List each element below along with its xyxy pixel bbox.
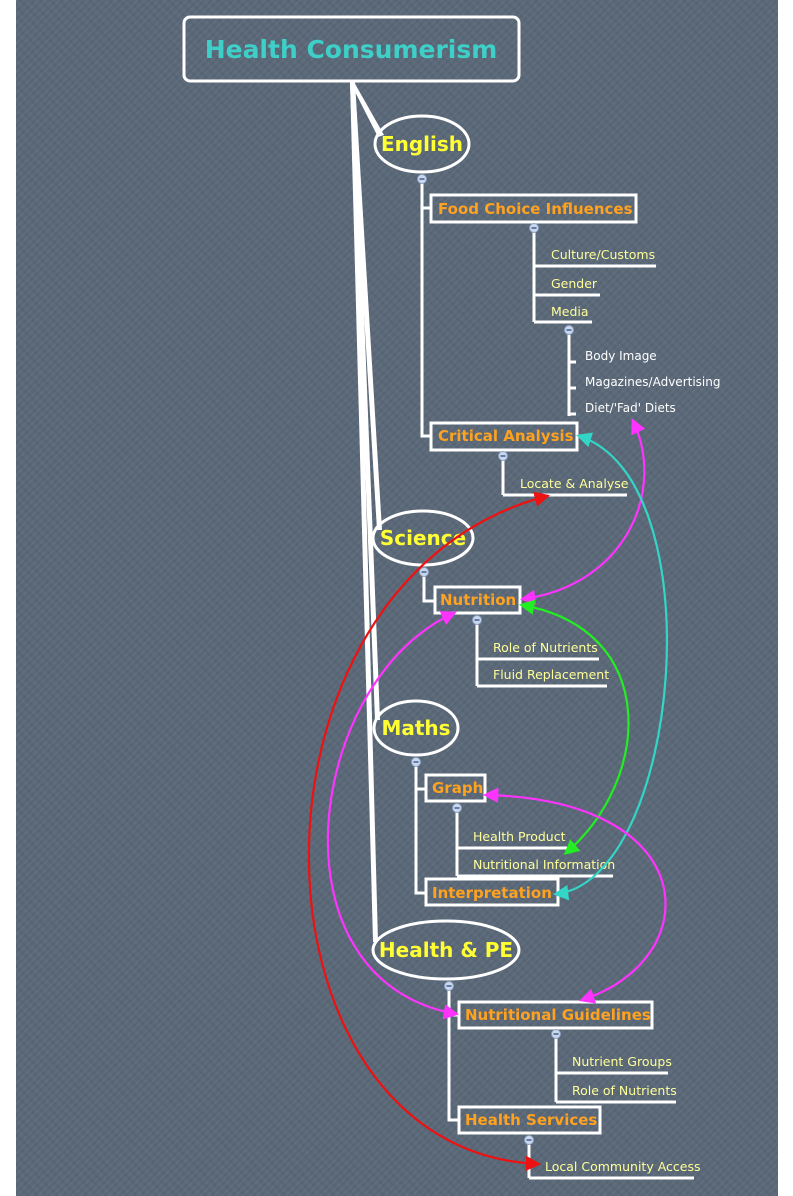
- topic-label-critical-analysis: Critical Analysis: [438, 427, 574, 445]
- topic-label-nutritional-guidelines: Nutritional Guidelines: [465, 1006, 651, 1024]
- minus-circle-icon: [444, 981, 454, 991]
- link-locate-analyse-to-local-community-access: [307, 491, 550, 1172]
- title-text: Health Consumerism: [205, 35, 498, 64]
- minus-circle-icon: [564, 325, 574, 335]
- minus-circle-icon: [417, 174, 427, 184]
- topic-label-health-services: Health Services: [465, 1111, 597, 1129]
- link-critical-analysis-to-interpretation: [552, 432, 668, 901]
- topic-node-food-choice[interactable]: Food Choice Influences: [429, 193, 638, 224]
- collapse-toggle-health-pe[interactable]: [444, 981, 454, 991]
- title-node[interactable]: Health Consumerism: [182, 15, 521, 83]
- link-nutrition-to-nutritional-guidelines: [326, 611, 460, 1020]
- collapse-toggle-media[interactable]: [564, 325, 574, 335]
- minus-circle-icon: [452, 803, 462, 813]
- leaf-gender: Gender: [551, 276, 598, 291]
- topic-label-graph: Graph: [432, 779, 483, 797]
- mind-map-canvas: Health Consumerism English Food Choice I…: [16, 0, 778, 1196]
- topic-label-interpretation: Interpretation: [432, 884, 552, 902]
- leaf-nutrient-groups: Nutrient Groups: [572, 1054, 672, 1069]
- minus-circle-icon: [529, 223, 539, 233]
- subject-label-maths: Maths: [381, 716, 450, 740]
- minus-circle-icon: [419, 567, 429, 577]
- topic-node-interpretation[interactable]: Interpretation: [424, 877, 560, 907]
- leaf-body-image: Body Image: [585, 349, 657, 363]
- leaf-role-of-nutrients-hpe: Role of Nutrients: [572, 1083, 677, 1098]
- minus-circle-icon: [498, 451, 508, 461]
- mind-map: Health Consumerism English Food Choice I…: [182, 15, 720, 1180]
- collapse-toggle-critical-analysis[interactable]: [498, 451, 508, 461]
- leaf-culture-customs: Culture/Customs: [551, 247, 655, 262]
- collapse-toggle-graph[interactable]: [452, 803, 462, 813]
- topic-node-health-services[interactable]: Health Services: [457, 1105, 602, 1135]
- subject-node-science[interactable]: Science: [371, 509, 475, 567]
- subject-label-english: English: [381, 132, 463, 156]
- collapse-toggle-english[interactable]: [417, 174, 427, 184]
- leaf-diet-fad-diets: Diet/'Fad' Diets: [585, 401, 676, 415]
- minus-circle-icon: [411, 757, 421, 767]
- collapse-toggle-maths[interactable]: [411, 757, 421, 767]
- leaf-nutritional-information: Nutritional Information: [473, 857, 615, 872]
- leaf-magazines-advertising: Magazines/Advertising: [585, 375, 720, 389]
- subject-label-science: Science: [380, 526, 466, 550]
- leaf-health-product: Health Product: [473, 829, 566, 844]
- topic-node-critical-analysis[interactable]: Critical Analysis: [429, 421, 579, 452]
- trunk-connectors: [350, 82, 384, 942]
- minus-circle-icon: [472, 615, 482, 625]
- minus-circle-icon: [524, 1135, 534, 1145]
- subject-node-maths[interactable]: Maths: [372, 699, 460, 757]
- topic-node-nutrition[interactable]: Nutrition: [433, 585, 522, 615]
- collapse-toggle-science[interactable]: [419, 567, 429, 577]
- leaf-locate-analyse: Locate & Analyse: [520, 476, 629, 491]
- subject-node-health-pe[interactable]: Health & PE: [371, 919, 521, 981]
- leaf-local-community-access: Local Community Access: [545, 1159, 700, 1174]
- leaf-role-of-nutrients-science: Role of Nutrients: [493, 640, 598, 655]
- cross-links: [307, 418, 668, 1172]
- leaf-media: Media: [551, 304, 589, 319]
- link-diet-fad-diets-to-nutrition: [519, 418, 646, 605]
- topic-label-nutrition: Nutrition: [440, 591, 516, 609]
- topic-label-food-choice: Food Choice Influences: [438, 200, 633, 218]
- collapse-toggle-food-choice[interactable]: [529, 223, 539, 233]
- collapse-toggle-nutritional-guidelines[interactable]: [551, 1029, 561, 1039]
- link-graph-to-nutritional-guidelines: [482, 787, 667, 1004]
- subject-label-health-pe: Health & PE: [379, 938, 513, 962]
- collapse-toggle-health-services[interactable]: [524, 1135, 534, 1145]
- topic-node-graph[interactable]: Graph: [424, 773, 487, 803]
- collapse-toggle-nutrition[interactable]: [472, 615, 482, 625]
- topic-node-nutritional-guidelines[interactable]: Nutritional Guidelines: [457, 1000, 654, 1030]
- minus-circle-icon: [551, 1029, 561, 1039]
- subject-node-english[interactable]: English: [373, 114, 471, 174]
- leaf-fluid-replacement: Fluid Replacement: [493, 667, 609, 682]
